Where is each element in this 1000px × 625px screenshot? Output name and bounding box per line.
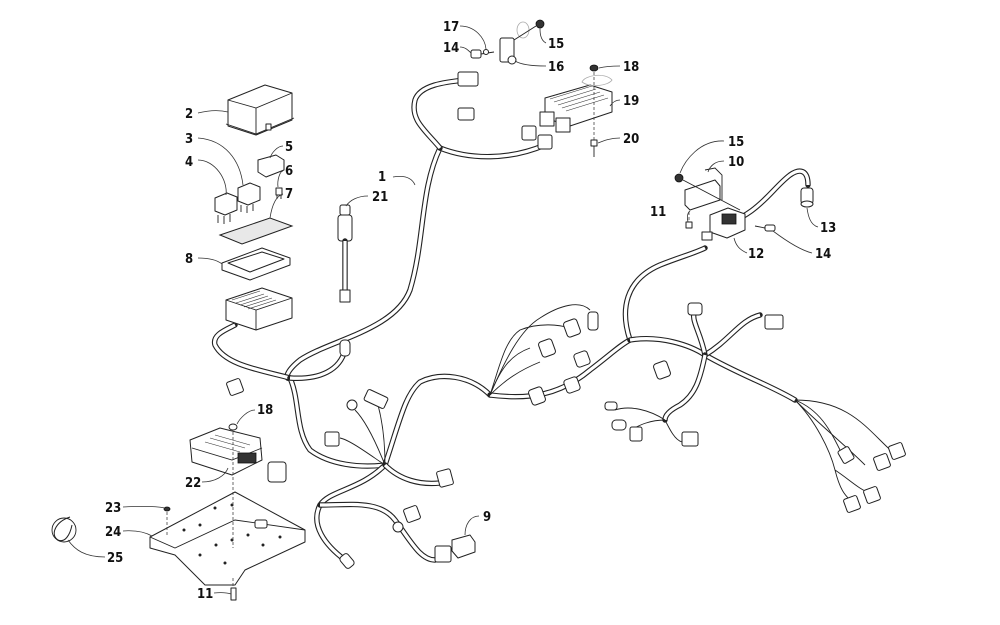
screw-20[interactable] (590, 139, 598, 157)
sensor-bracket[interactable] (499, 37, 517, 65)
ignition-coil[interactable] (701, 207, 746, 241)
callout-14-right: 14 (815, 247, 831, 262)
fuse-box-base (225, 287, 293, 331)
callout-2: 2 (185, 107, 193, 122)
callout-13: 13 (820, 221, 836, 236)
callout-7: 7 (285, 187, 293, 202)
voltage-regulator[interactable] (539, 84, 613, 133)
callout-18-ecu: 18 (257, 403, 273, 418)
callout-4: 4 (185, 155, 193, 170)
callout-10: 10 (728, 155, 744, 170)
callout-19: 19 (623, 94, 639, 109)
sensor[interactable] (337, 204, 353, 303)
push-rivet-23[interactable] (163, 506, 171, 535)
coil-bracket[interactable] (684, 167, 723, 211)
callout-14-top: 14 (443, 41, 459, 56)
callout-20: 20 (623, 132, 639, 147)
nut-15-right[interactable] (674, 173, 741, 211)
callout-17: 17 (443, 20, 459, 35)
callout-15-top: 15 (548, 37, 564, 52)
callout-11-bottom: 11 (197, 587, 213, 602)
callout-1: 1 (378, 170, 386, 185)
leader-lines (67, 25, 819, 595)
mounting-plate[interactable] (149, 491, 306, 586)
nut-15-top[interactable] (513, 19, 545, 41)
relay-3[interactable] (237, 182, 261, 213)
ecu-module[interactable] (189, 427, 263, 476)
bolt-14-top[interactable] (470, 49, 495, 59)
callout-22: 22 (185, 476, 201, 491)
callout-24: 24 (105, 525, 121, 540)
washer-17[interactable] (483, 49, 489, 55)
fuse[interactable] (275, 187, 283, 199)
callout-labels: 1 2 3 4 5 6 7 8 9 10 11 11 12 13 14 14 1… (105, 20, 836, 602)
callout-16: 16 (548, 60, 564, 75)
nut-18-top[interactable] (581, 64, 613, 140)
cable-clamp[interactable] (51, 516, 77, 543)
harness-connectors (226, 71, 906, 569)
callout-8: 8 (185, 252, 193, 267)
fuse-box-gasket[interactable] (221, 247, 291, 281)
nut-18-ecu[interactable] (228, 423, 238, 548)
callout-21: 21 (372, 190, 388, 205)
callout-25: 25 (107, 551, 123, 566)
callout-23: 23 (105, 501, 121, 516)
callout-3: 3 (185, 132, 193, 147)
callout-15-right: 15 (728, 135, 744, 150)
callout-18-top: 18 (623, 60, 639, 75)
connector-boot[interactable] (451, 534, 476, 559)
relay-4[interactable] (214, 192, 238, 224)
fuse-block-module[interactable] (257, 154, 285, 178)
wiring-harness[interactable] (211, 71, 906, 570)
callout-12: 12 (748, 247, 764, 262)
spark-plug-cap[interactable] (800, 187, 814, 208)
callout-6: 6 (285, 164, 293, 179)
fuse-box-cover[interactable] (225, 84, 295, 136)
callout-11-right: 11 (650, 205, 666, 220)
screw-11-right[interactable] (685, 212, 693, 229)
bolt-14-right[interactable] (754, 224, 776, 232)
callout-9: 9 (483, 510, 491, 525)
callout-5: 5 (285, 140, 293, 155)
fuse-label-sheet[interactable] (218, 217, 294, 245)
